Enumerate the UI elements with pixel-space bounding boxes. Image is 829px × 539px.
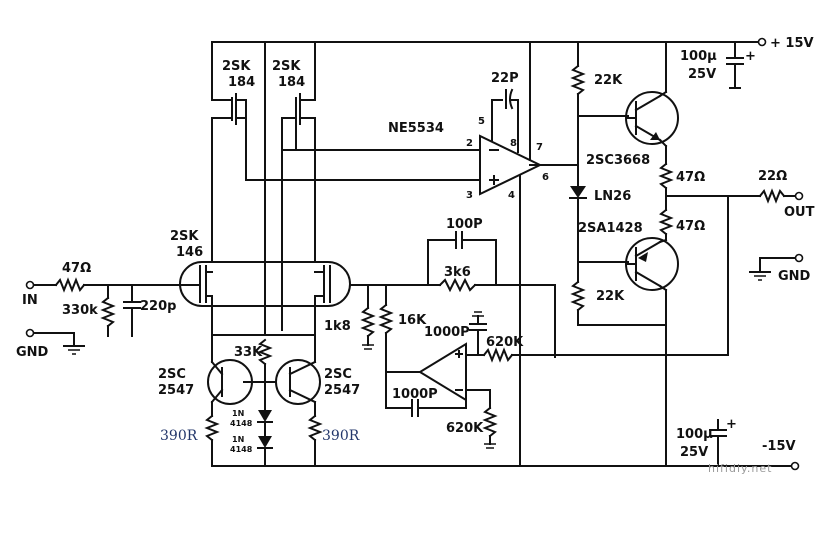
r-390-right-label: 390R: [322, 428, 360, 444]
q-npn-out-label: 2SC3668: [586, 153, 650, 168]
input-network: [25, 277, 201, 355]
feedback-network: [349, 231, 556, 358]
plus-sign-top: +: [745, 49, 756, 64]
supply-pos-label: + 15V: [770, 36, 814, 51]
gnd-right-label: GND: [778, 269, 811, 284]
q-left-type: 2SC: [158, 367, 186, 382]
output-stage: [569, 41, 804, 467]
r-1k8-label: 1k8: [324, 319, 351, 334]
jfet-ul-num: 184: [228, 75, 255, 90]
cap-bot-voltage: 25V: [680, 445, 708, 460]
diode-1-num: 4148: [230, 419, 253, 428]
cap-top-voltage: 25V: [688, 67, 716, 82]
r-620k-top-label: 620K: [486, 335, 524, 350]
q-pnp-out-label: 2SA1428: [578, 221, 643, 236]
dc-servo: [378, 284, 729, 449]
jfet-ur-num: 184: [278, 75, 305, 90]
fb-cap-label: 100P: [446, 217, 483, 232]
in-cap-label: 220p: [140, 299, 176, 314]
in-label: IN: [22, 293, 38, 308]
diode-1-type: 1N: [232, 409, 244, 418]
comp-cap-label: 22P: [491, 71, 519, 86]
cap-1000-top-label: 1000P: [424, 325, 470, 340]
cap-1000-bot-label: 1000P: [392, 387, 438, 402]
pin-5: 5: [478, 116, 485, 127]
drain-wiring: [211, 41, 316, 336]
dual-jfet-num: 146: [176, 245, 203, 260]
dual-jfet-type: 2SK: [170, 229, 199, 244]
current-sources: [204, 334, 323, 467]
bottom-decoupling-capacitor: [709, 419, 727, 467]
r-33k-label: 33K: [234, 345, 263, 360]
jfet-upper-left: [211, 93, 247, 181]
diode-2-num: 4148: [230, 445, 253, 454]
pin-2: 2: [466, 138, 473, 149]
diode-led-label: LN26: [594, 189, 631, 204]
opamp-input-wires: [245, 149, 481, 181]
q-right-num: 2547: [324, 383, 360, 398]
in-res-label: 47Ω: [62, 261, 91, 276]
pin-3: 3: [466, 190, 473, 201]
jfet-upper-right: [295, 93, 316, 151]
jfet-ur-type: 2SK: [272, 59, 301, 74]
opamp-ne5534: [479, 41, 579, 467]
pin-7: 7: [536, 142, 543, 153]
pin-4: 4: [508, 190, 515, 201]
q-left-num: 2547: [158, 383, 194, 398]
plus-sign-bottom: +: [726, 417, 737, 432]
opamp-main-label: NE5534: [388, 121, 444, 136]
r-47-bot-label: 47Ω: [676, 219, 705, 234]
r-16k-label: 16K: [398, 313, 427, 328]
r-47-top-label: 47Ω: [676, 170, 705, 185]
top-decoupling-capacitor: [726, 41, 744, 89]
in-shunt-label: 330k: [62, 303, 98, 318]
r-22k-top-label: 22K: [594, 73, 623, 88]
r-out-label: 22Ω: [758, 169, 787, 184]
negative-supply-rail: [211, 461, 800, 471]
diode-2-type: 1N: [232, 435, 244, 444]
pin-6: 6: [542, 172, 549, 183]
cap-bot-value: 100μ: [676, 427, 713, 442]
resistor-1k8: [360, 284, 376, 350]
r-390-left-label: 390R: [160, 428, 198, 444]
positive-supply-rail: [211, 37, 767, 47]
r-22k-bot-label: 22K: [596, 289, 625, 304]
q-right-type: 2SC: [324, 367, 352, 382]
r-620k-bot-label: 620K: [446, 421, 484, 436]
out-label: OUT: [784, 205, 815, 220]
fb-res-label: 3k6: [444, 265, 471, 280]
cap-top-value: 100μ: [680, 49, 717, 64]
gnd-left-label: GND: [16, 345, 49, 360]
watermark: hifidiy.net: [708, 462, 773, 475]
supply-neg-label: -15V: [762, 439, 796, 454]
jfet-ul-type: 2SK: [222, 59, 251, 74]
pin-8: 8: [510, 138, 517, 149]
